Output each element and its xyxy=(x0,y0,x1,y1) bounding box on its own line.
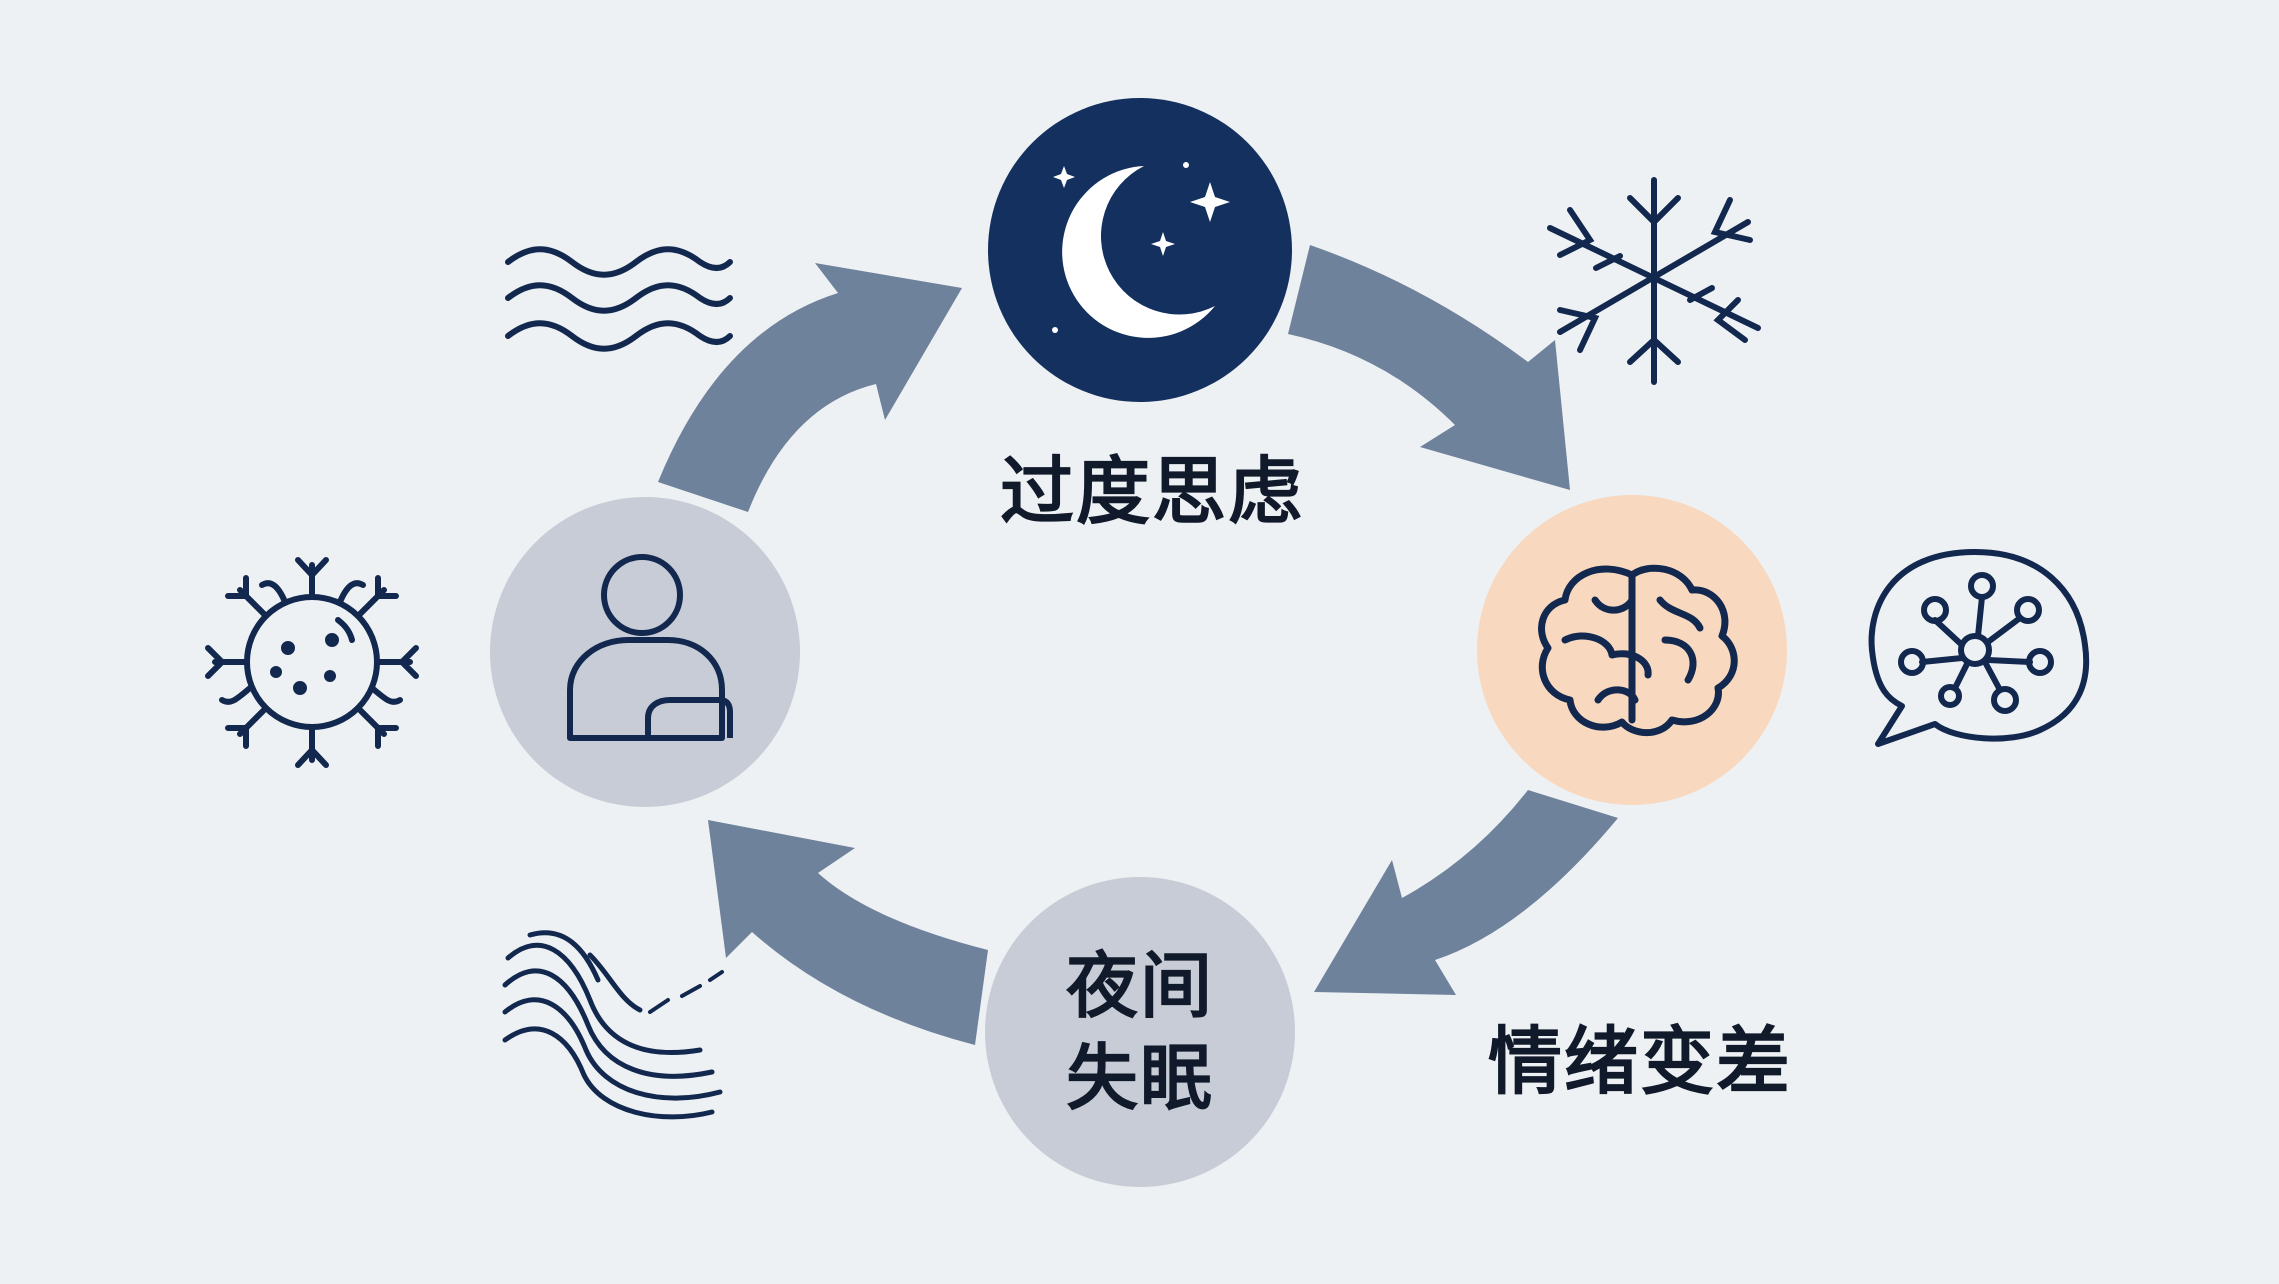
arrow-mood-to-insomnia xyxy=(1314,790,1618,995)
star-icon xyxy=(1190,182,1230,222)
insomnia-label-line2: 失眠 xyxy=(1065,1036,1214,1120)
star-icon xyxy=(1151,232,1175,256)
cycle-arrows xyxy=(658,245,1618,1045)
insomnia-label: 夜间 失眠 xyxy=(1040,940,1240,1124)
star-icon xyxy=(1053,166,1075,188)
overthinking-label: 过度思虑 xyxy=(1000,449,1304,535)
person-node xyxy=(490,497,800,807)
brain-icon xyxy=(1538,564,1738,737)
insomnia-node xyxy=(985,877,1295,1187)
arrow-overthinking-to-mood xyxy=(1288,245,1570,490)
insomnia-label-line1: 夜间 xyxy=(1065,944,1214,1028)
person-icon xyxy=(567,554,733,741)
virus-sun-icon xyxy=(205,557,419,768)
snowflake-icon xyxy=(1547,177,1761,385)
crescent-moon-icon xyxy=(1062,166,1215,338)
wavy-lines-icon xyxy=(505,246,733,352)
overthinking-node xyxy=(988,98,1292,402)
mood-node xyxy=(1477,495,1787,805)
curved-lines-icon xyxy=(502,930,724,1120)
network-speech-bubble-icon xyxy=(1868,549,2090,747)
mood-decline-label: 情绪变差 xyxy=(1488,1019,1792,1105)
arrow-person-to-overthinking xyxy=(658,263,962,512)
arrow-insomnia-to-person xyxy=(708,820,988,1045)
